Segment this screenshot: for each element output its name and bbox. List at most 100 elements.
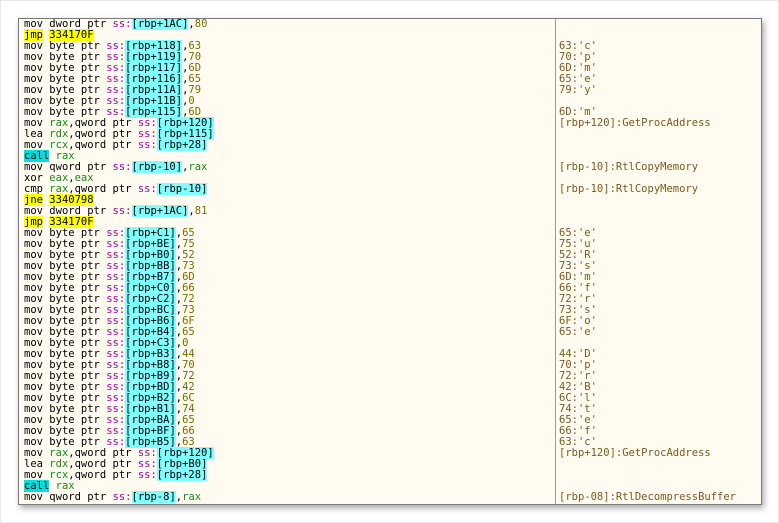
immediate-value: 73 <box>182 260 195 272</box>
memory-operand[interactable]: [rbp+B0] <box>125 249 176 261</box>
memory-operand[interactable]: [rbp+BC] <box>125 304 176 316</box>
memory-operand[interactable]: [rbp+B3] <box>125 348 176 360</box>
memory-operand[interactable]: [rbp+C0] <box>125 282 176 294</box>
memory-operand[interactable]: [rbp+BE] <box>125 238 176 250</box>
instruction-code: mov byte ptr ss:[rbp+B9],72 <box>24 370 195 382</box>
instruction-row[interactable]: mov rcx,qword ptr ss:[rbp+28] <box>19 469 761 481</box>
instruction-row[interactable]: lea rdx,qword ptr ss:[rbp+B0] <box>19 458 761 470</box>
memory-operand[interactable]: [rbp+11A] <box>125 84 183 96</box>
immediate-value: 73 <box>182 304 195 316</box>
instruction-row[interactable]: call rax <box>19 480 761 492</box>
memory-operand[interactable]: [rbp+1AC] <box>131 205 189 217</box>
memory-operand[interactable]: [rbp+120] <box>156 117 214 129</box>
instruction-row[interactable]: mov rax,qword ptr ss:[rbp+120][rbp+120]:… <box>19 117 761 129</box>
memory-operand[interactable]: [rbp+BD] <box>125 381 176 393</box>
instruction-code: mov rax,qword ptr ss:[rbp+120] <box>24 447 214 459</box>
memory-operand[interactable]: [rbp+B7] <box>125 271 176 283</box>
immediate-value: 72 <box>182 293 195 305</box>
memory-operand[interactable]: [rbp+116] <box>125 73 183 85</box>
memory-operand[interactable]: [rbp+BB] <box>125 260 176 272</box>
instruction-row[interactable]: cmp rax,qword ptr ss:[rbp-10][rbp-10]:Rt… <box>19 183 761 195</box>
jump-target[interactable]: 3340798 <box>49 194 94 206</box>
instruction-row[interactable]: jne 3340798 <box>19 194 761 206</box>
instruction-row[interactable]: mov dword ptr ss:[rbp+1AC],81 <box>19 205 761 217</box>
memory-operand[interactable]: [rbp+117] <box>125 62 183 74</box>
memory-operand[interactable]: [rbp+B1] <box>125 403 176 415</box>
memory-operand[interactable]: [rbp-10] <box>131 161 183 173</box>
memory-operand[interactable]: [rbp+C1] <box>125 227 176 239</box>
instruction-code: mov byte ptr ss:[rbp+B7],6D <box>24 271 195 283</box>
instruction-row[interactable]: jmp 334170F <box>19 216 761 228</box>
jump-target[interactable]: 334170F <box>49 216 94 228</box>
memory-operand[interactable]: [rbp+118] <box>125 40 183 52</box>
immediate-value: 6D <box>188 106 202 118</box>
memory-operand[interactable]: [rbp+B5] <box>125 436 176 448</box>
instruction-row[interactable]: mov rcx,qword ptr ss:[rbp+28] <box>19 139 761 151</box>
comment-text: 65:'e' <box>559 227 597 239</box>
jump-target[interactable]: 334170F <box>49 29 94 41</box>
memory-operand[interactable]: [rbp-8] <box>131 491 176 503</box>
memory-operand[interactable]: [rbp+B4] <box>125 326 176 338</box>
memory-operand[interactable]: [rbp+119] <box>125 51 183 63</box>
memory-offset: rbp+C0 <box>131 282 170 294</box>
memory-operand[interactable]: [rbp+28] <box>156 469 208 481</box>
instruction-code: lea rdx,qword ptr ss:[rbp+115] <box>24 128 214 140</box>
operand-size: byte ptr <box>49 414 100 426</box>
memory-operand[interactable]: [rbp+115] <box>156 128 214 140</box>
memory-operand[interactable]: [rbp+11B] <box>125 95 183 107</box>
instruction-row[interactable]: mov qword ptr ss:[rbp-10],rax[rbp-10]:Rt… <box>19 161 761 173</box>
instruction-row[interactable]: jmp 334170F <box>19 29 761 41</box>
memory-operand[interactable]: [rbp+C2] <box>125 293 176 305</box>
memory-operand[interactable]: [rbp+B0] <box>156 458 208 470</box>
memory-operand[interactable]: [rbp+B2] <box>125 392 176 404</box>
instruction-row[interactable]: mov qword ptr ss:[rbp-8],rax[rbp-08]:Rtl… <box>19 491 761 503</box>
instruction-row[interactable]: xor eax,eax <box>19 173 761 184</box>
instruction-row[interactable]: mov rax,qword ptr ss:[rbp+120][rbp+120]:… <box>19 447 761 459</box>
memory-operand[interactable]: [rbp+B9] <box>125 370 176 382</box>
memory-operand[interactable]: [rbp+BF] <box>125 425 176 437</box>
memory-operand[interactable]: [rbp+BA] <box>125 414 176 426</box>
memory-operand[interactable]: [rbp+1AC] <box>131 18 189 30</box>
memory-operand[interactable]: [rbp-10] <box>156 183 208 195</box>
memory-operand[interactable]: [rbp+B8] <box>125 359 176 371</box>
instruction-row[interactable]: lea rdx,qword ptr ss:[rbp+115] <box>19 128 761 140</box>
memory-operand[interactable]: [rbp+C3] <box>125 337 176 349</box>
mnemonic: mov <box>24 392 43 404</box>
instruction-row[interactable]: mov dword ptr ss:[rbp+1AC],80 <box>19 19 761 30</box>
memory-operand[interactable]: [rbp+115] <box>125 106 183 118</box>
memory-operand[interactable]: [rbp+120] <box>156 447 214 459</box>
memory-operand[interactable]: [rbp+B6] <box>125 315 176 327</box>
register-operand: rcx <box>49 139 69 151</box>
instruction-row[interactable]: mov byte ptr ss:[rbp+11B],0 <box>19 95 761 107</box>
memory-operand[interactable]: [rbp+28] <box>156 139 208 151</box>
instruction-row[interactable]: mov byte ptr ss:[rbp+C3],0 <box>19 337 761 349</box>
instruction-row[interactable]: call rax <box>19 150 761 162</box>
segment-prefix: ss: <box>137 183 157 195</box>
